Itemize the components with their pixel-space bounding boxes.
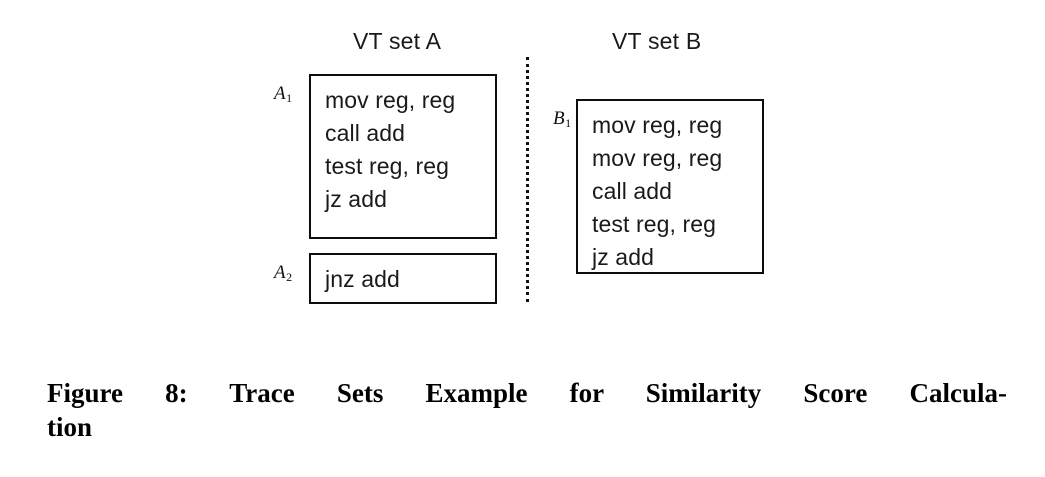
trace-line-list-b1: mov reg, reg mov reg, reg call add test … (592, 109, 758, 274)
figure-diagram: VT set A VT set B A1 mov reg, reg call a… (274, 28, 764, 304)
trace-line: test reg, reg (592, 211, 717, 237)
trace-label-b1: B1 (553, 109, 571, 130)
trace-label-a1: A1 (274, 84, 292, 105)
trace-label-b1-subscript: 1 (565, 116, 572, 130)
trace-label-a2-letter: A (274, 262, 286, 283)
trace-label-a1-subscript: 1 (286, 91, 293, 105)
trace-box-b1: mov reg, reg mov reg, reg call add test … (576, 99, 764, 274)
trace-line: jz add (592, 244, 654, 270)
figure-caption: Figure 8: Trace Sets Example for Similar… (47, 376, 1007, 444)
trace-line: call add (592, 178, 673, 204)
trace-label-a2-subscript: 2 (286, 270, 293, 284)
figure-caption-line-1: Figure 8: Trace Sets Example for Similar… (47, 378, 1007, 408)
trace-line: mov reg, reg (592, 145, 723, 171)
trace-box-a1: mov reg, reg call add test reg, reg jz a… (309, 74, 497, 239)
column-heading-vt-set-a: VT set A (353, 28, 442, 54)
trace-label-b1-letter: B (553, 108, 565, 129)
trace-line: jz add (325, 186, 387, 212)
trace-line: mov reg, reg (592, 112, 723, 138)
trace-line-list-a2: jnz add (325, 263, 491, 296)
dotted-divider (526, 57, 529, 302)
trace-line: call add (325, 120, 406, 146)
trace-line-list-a1: mov reg, reg call add test reg, reg jz a… (325, 84, 491, 216)
trace-box-a2: jnz add (309, 253, 497, 304)
figure-caption-line-2: tion (47, 412, 93, 442)
trace-line: test reg, reg (325, 153, 450, 179)
trace-label-a1-letter: A (274, 83, 286, 104)
trace-line: mov reg, reg (325, 87, 456, 113)
column-heading-vt-set-b: VT set B (612, 28, 702, 54)
trace-label-a2: A2 (274, 263, 292, 284)
trace-line: jnz add (325, 266, 400, 292)
